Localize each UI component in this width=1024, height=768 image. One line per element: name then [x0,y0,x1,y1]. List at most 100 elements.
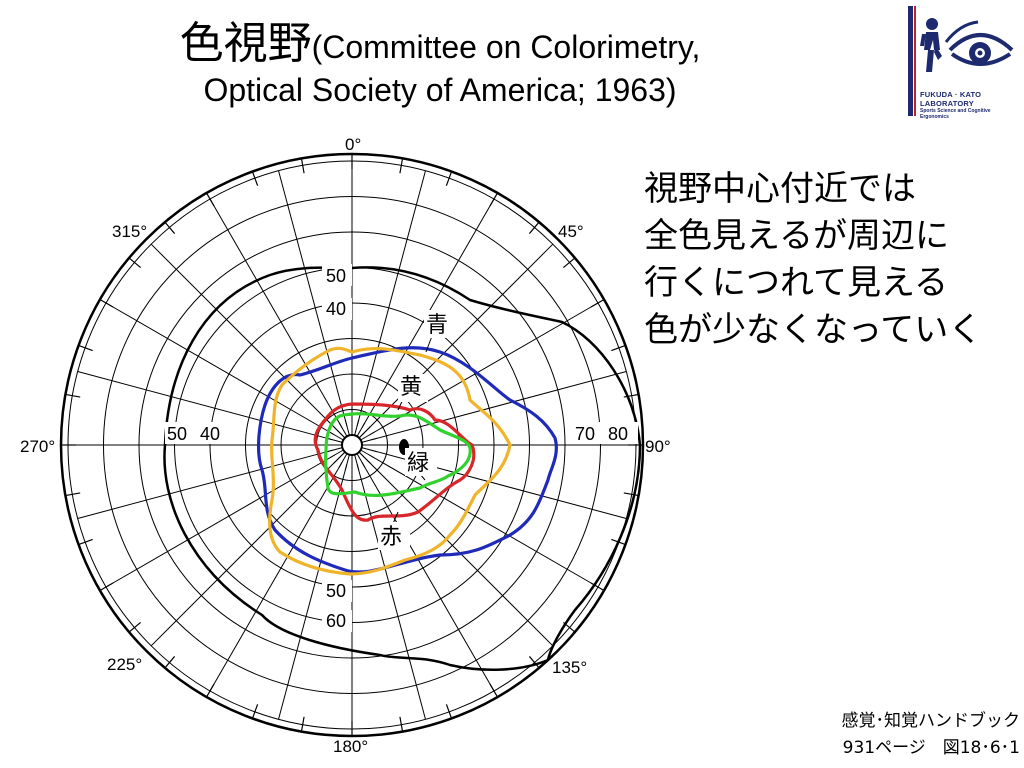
color-visual-field-diagram: 50 40 50 40 70 80 50 60 青 黄 緑 赤 0° 45° 9… [20,135,671,756]
polar-grid [61,154,643,736]
rim-tick [590,582,605,592]
grid-meridian [356,464,426,720]
center-spoke [329,431,344,441]
angle-label-135: 135° [552,658,587,677]
center-spoke [333,451,346,464]
radius-label-50-left: 50 [167,424,187,444]
rim-tick [399,716,404,732]
rim-tick [205,683,215,698]
color-label-red: 赤 [380,525,402,550]
rim-tick [445,704,453,719]
center-spoke [326,437,343,443]
rim-tick [128,621,141,633]
center-spoke [358,426,371,439]
rim-tick [300,716,305,732]
rim-tick [611,538,626,546]
caption-text: 視野中心付近では 全色見えるが周辺に 行くにつれて見える 色が少なくなっていく [644,169,983,350]
yellow-isopter [268,346,512,576]
rim-tick [78,344,93,352]
radius-label-80-right: 80 [608,424,628,444]
source-page: 931ページ 図18･6･1 [842,738,1020,758]
center-spoke [329,449,344,459]
grid-meridian [278,464,348,720]
rim-tick [164,221,176,234]
rim-tick [528,221,540,234]
red-isopter [313,402,476,522]
rim-tick [611,344,626,352]
rim-tick [399,158,404,174]
grid-meridian [77,371,333,441]
grid-meridian [278,170,348,426]
grid-meridian [77,449,333,519]
grid-meridian [356,170,426,426]
center-spoke [356,453,366,468]
grid-meridian [209,462,343,692]
grid-meridian [105,454,335,588]
rim-tick [128,257,141,269]
title-citation-line2: Optical Society of America; 1963) [203,71,677,108]
angle-label-270: 270° [20,437,55,456]
center-spoke [333,426,346,439]
rim-tick [99,582,114,592]
source-citation: 感覚･知覚ハンドブック 931ページ 図18･6･1 [770,708,1021,762]
grid-meridian [105,302,335,436]
grid-meridian [209,198,343,428]
angle-label-315: 315° [112,222,147,241]
center-spoke [354,454,360,471]
green-isopter [324,411,472,498]
rim-tick [528,656,540,669]
blue-isopter [256,346,558,574]
figure-and-eye-logo-icon [920,18,1014,72]
rim-tick [65,393,81,398]
title-main: 色視野 [179,18,312,69]
radius-label-70-right: 70 [575,424,595,444]
grid-meridian [353,446,554,647]
color-label-blue: 青 [426,313,448,338]
rim-tick [205,192,215,207]
center-spoke [360,449,375,459]
title-citation: (Committee on Colorimetry, [311,29,701,65]
center-spoke [361,437,378,443]
radius-label-40-left: 40 [200,424,220,444]
logo-title: FUKUDA · KATO LABORATORY [920,90,982,108]
radius-label-40-up: 40 [326,299,346,319]
center-spoke [360,431,375,441]
rim-tick [300,158,305,174]
radius-label-60-down: 60 [326,611,346,631]
color-label-green: 緑 [407,451,429,476]
grid-meridian [369,454,599,588]
slide-title: 色視野(Committee on Colorimetry, Optical So… [0,18,880,109]
fixation-point [341,434,363,456]
rim-tick [164,656,176,669]
rim-tick [563,621,576,633]
center-spoke [358,451,371,464]
rim-tick [590,298,605,308]
rim-tick [99,298,114,308]
center-spoke [326,447,343,453]
rim-tick [251,171,259,186]
rim-tick [78,538,93,546]
radius-label-50-up: 50 [326,266,346,286]
center-spoke [354,419,360,436]
center-spoke [344,454,350,471]
grid-meridian [369,302,599,436]
rim-tick [251,704,259,719]
rim-tick [623,393,639,398]
angle-label-90: 90° [645,437,671,456]
angle-label-45: 45° [558,222,584,241]
grid-meridian [371,371,627,441]
center-spoke [338,453,348,468]
grid-meridian [361,462,495,692]
center-spoke [356,422,366,437]
rim-tick [445,171,453,186]
angle-label-0: 0° [345,135,361,154]
source-book: 感覚･知覚ハンドブック [841,711,1021,731]
rim-tick [65,492,81,497]
lab-logo: FUKUDA · KATO LABORATORY Sports Science … [900,6,1018,120]
radius-label-50-down: 50 [326,581,346,601]
angle-label-225: 225° [107,655,142,674]
logo-red-bar [914,6,916,116]
center-spoke [361,447,378,453]
visual-field-outline [163,266,642,671]
center-spoke [344,419,350,436]
